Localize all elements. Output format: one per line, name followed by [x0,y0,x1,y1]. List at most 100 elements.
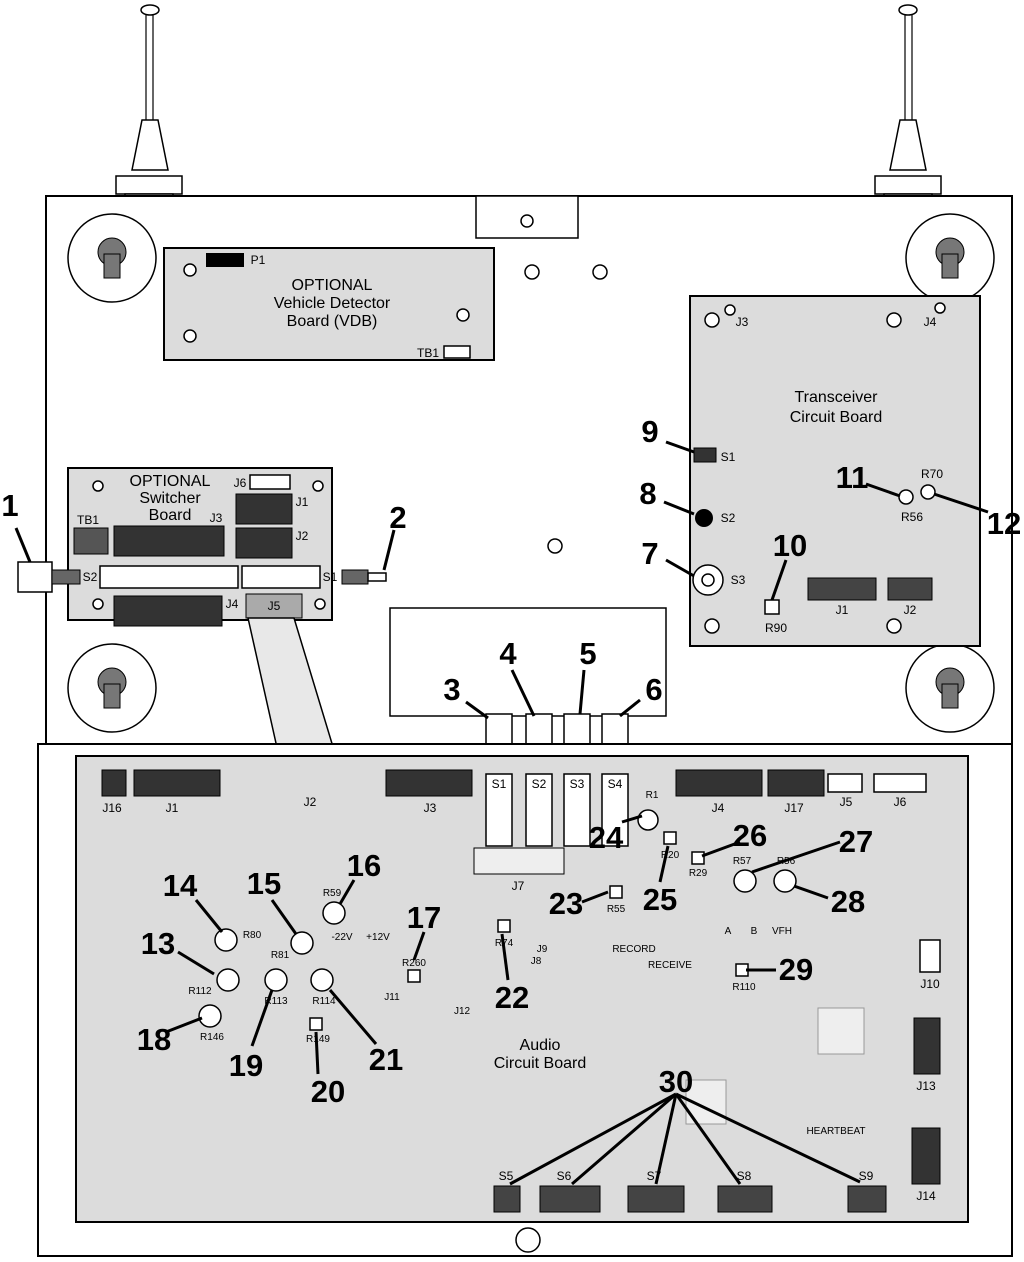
callout-27: 27 [839,824,873,859]
transceiver-j2-label: J2 [904,603,917,617]
transceiver-board: J3 J4 Transceiver Circuit Board S1 S2 S3… [689,295,981,647]
audio-j14-label: J14 [916,1189,936,1203]
audio-j17-label: J17 [784,801,804,815]
vdb-line1: OPTIONAL [292,277,373,294]
switcher-line1: OPTIONAL [130,473,211,490]
center-plate [389,607,667,717]
switcher-j5-label: J5 [268,599,281,613]
callout-lines [14,440,989,1186]
audio-s3-label: S3 [570,777,585,791]
audio-j6-label: J6 [894,795,907,809]
audio-s8-label: S8 [737,1169,752,1183]
callout-17: 17 [407,900,441,935]
vdb-p1-label: P1 [251,253,266,267]
transceiver-line1: Transceiver [795,389,879,406]
vdb-line3: Board (VDB) [287,313,378,330]
transceiver-r56-label: R56 [901,510,923,524]
audio-r149-label: R149 [306,1034,330,1045]
callout-22: 22 [495,980,529,1015]
switcher-j4-label: J4 [226,597,239,611]
callout-26: 26 [733,818,767,853]
switcher-j6-label: J6 [234,476,247,490]
audio-connectors [101,769,941,1185]
audio-j3-label: J3 [424,801,437,815]
audio-s4-label: S4 [608,777,623,791]
callout-24: 24 [589,820,624,855]
callout-29: 29 [779,952,813,987]
switcher-s1-label: S1 [323,570,338,584]
audio-r112-label: R112 [188,986,212,997]
audio-v22-label: -22V [331,932,352,943]
callout-23: 23 [549,886,583,921]
audio-r59-label: R59 [323,888,342,899]
callout-11: 11 [836,460,869,495]
transceiver-r90-label: R90 [765,621,787,635]
callout-7: 7 [641,536,658,571]
callout-18: 18 [137,1022,171,1057]
transceiver-s2-label: S2 [721,511,736,525]
switcher-j3-label: J3 [210,511,223,525]
vehicle-detector-board: P1 OPTIONAL Vehicle Detector Board (VDB)… [163,247,495,361]
audio-s2-label: S2 [532,777,547,791]
audio-j11-label: J11 [384,992,400,1003]
callout-21: 21 [369,1042,403,1077]
audio-line1: Audio [520,1037,561,1054]
audio-heartbeat-label: HEARTBEAT [806,1126,865,1137]
callout-1: 1 [1,488,18,523]
callout-10: 10 [773,528,807,563]
audio-j7-label: J7 [512,879,525,893]
potentiometers [198,809,797,1031]
transceiver-s1-label: S1 [721,450,736,464]
dip-switches [493,1185,887,1213]
left-antenna [115,4,183,203]
audio-j12-label: J12 [454,1006,471,1017]
audio-r29-label: R29 [689,868,708,879]
audio-r114-label: R114 [312,996,336,1007]
audio-r55-label: R55 [607,904,626,915]
audio-s5-label: S5 [499,1169,514,1183]
audio-r81-label: R81 [271,950,290,961]
right-antenna [874,4,942,203]
audio-r110-label: R110 [732,982,756,993]
audio-r20-label: R20 [661,850,680,861]
audio-s9-label: S9 [859,1169,874,1183]
audio-s-connectors [485,773,629,847]
audio-r146-label: R146 [200,1032,224,1043]
callout-14: 14 [163,868,198,903]
audio-b-label: B [751,926,758,937]
callout-19: 19 [229,1048,263,1083]
callout-20: 20 [311,1074,345,1109]
callout-8: 8 [639,476,656,511]
audio-j1-label: J1 [166,801,179,815]
transceiver-j3-label: J3 [736,315,749,329]
audio-s1-label: S1 [492,777,507,791]
switcher-line2: Switcher [139,490,201,507]
vdb-tb1-label: TB1 [417,346,439,360]
transceiver-s3-label: S3 [731,573,746,587]
callout-3: 3 [443,672,460,707]
audio-vfh-label: VFH [772,926,792,937]
audio-j13-label: J13 [916,1079,936,1093]
transceiver-j4-label: J4 [924,315,937,329]
audio-r57-label: R57 [733,856,752,867]
audio-r113-label: R113 [264,996,288,1007]
callout-6: 6 [645,672,662,707]
callout-4: 4 [499,636,517,671]
switcher-j2-label: J2 [296,529,309,543]
callout-2: 2 [389,500,406,535]
audio-a-label: A [725,926,732,937]
audio-j2-label: J2 [304,795,317,809]
callout-5: 5 [579,636,596,671]
callout-16: 16 [347,848,381,883]
audio-j8-label: J8 [531,956,542,967]
audio-v12-label: +12V [366,932,390,943]
switcher-line3: Board [149,507,192,524]
switcher-tb1-label: TB1 [77,513,99,527]
audio-j5-label: J5 [840,795,853,809]
callout-30: 30 [659,1064,693,1099]
audio-record-label: RECORD [612,944,655,955]
audio-s6-label: S6 [557,1169,572,1183]
audio-j16-label: J16 [102,801,122,815]
